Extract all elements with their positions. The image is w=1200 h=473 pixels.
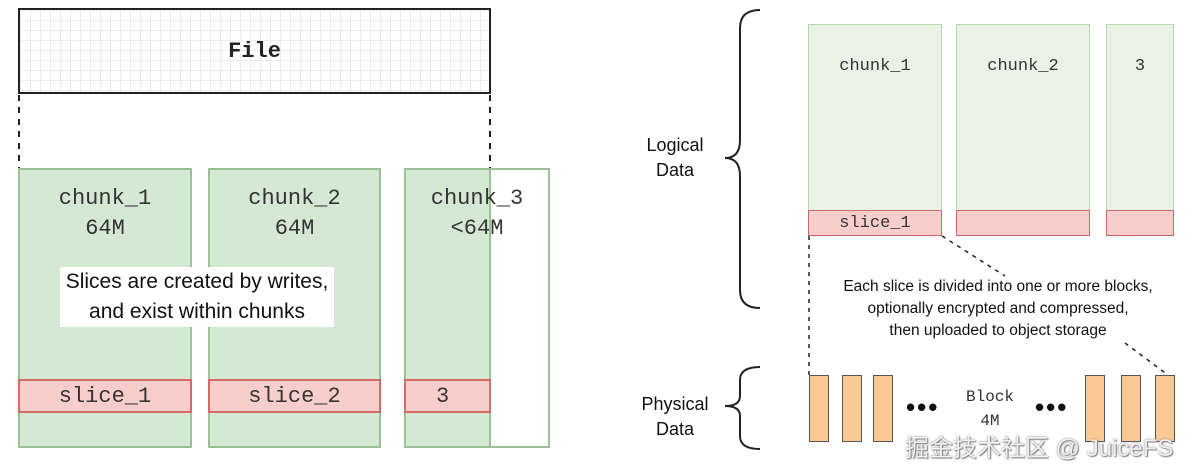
- slice-2: slice_2: [208, 379, 381, 413]
- logical-chunk-2: chunk_2: [956, 24, 1090, 212]
- slice-right-connector-upper: [941, 235, 1006, 277]
- block: [1121, 375, 1141, 442]
- logical-data-brace: [724, 9, 761, 309]
- slices-note-line2: and exist within chunks: [89, 300, 305, 323]
- chunk-1-name: chunk_1: [58, 186, 152, 211]
- block: [1155, 375, 1175, 442]
- logical-slice-2: [956, 210, 1090, 236]
- chunk-3-size: <64M: [450, 216, 504, 241]
- slices-note: Slices are created by writes, and exist …: [60, 267, 334, 327]
- physical-label-line2: Data: [655, 419, 695, 439]
- block: [842, 375, 862, 442]
- file-label: File: [228, 38, 281, 64]
- ellipsis-left: •••: [906, 392, 940, 422]
- logical-chunk-2-name: chunk_2: [987, 57, 1059, 76]
- block: [1085, 375, 1105, 442]
- ellipsis-right: •••: [1035, 392, 1069, 422]
- chunk-2-size: 64M: [274, 216, 315, 241]
- logical-chunk-3: 3: [1106, 24, 1174, 212]
- logical-slice-1: slice_1: [808, 210, 942, 236]
- physical-label-line1: Physical: [641, 394, 709, 414]
- chunk-1-size: 64M: [85, 216, 125, 241]
- chunk-3-labels: chunk_3 <64M: [404, 184, 550, 244]
- block-label: Block 4M: [950, 385, 1030, 433]
- logical-data-label: Logical Data: [620, 133, 730, 183]
- logical-chunk-1: chunk_1: [808, 24, 942, 212]
- chunk-2-name: chunk_2: [248, 186, 341, 211]
- slice-1: slice_1: [18, 379, 192, 413]
- watermark: 掘金技术社区 @ JuiceFS: [905, 435, 1174, 462]
- logical-label-line1: Logical: [646, 135, 704, 155]
- block-label-line1: Block: [965, 388, 1014, 406]
- file-box: File: [18, 8, 491, 94]
- logical-label-line2: Data: [655, 160, 695, 180]
- caption-line2: optionally encrypted and compressed,: [867, 300, 1129, 317]
- blocks-caption: Each slice is divided into one or more b…: [808, 276, 1188, 342]
- block-label-line2: 4M: [980, 412, 1000, 430]
- slices-note-line1: Slices are created by writes,: [65, 270, 329, 293]
- physical-data-label: Physical Data: [620, 392, 730, 442]
- logical-slice-3: [1106, 210, 1174, 236]
- logical-chunk-3-name: 3: [1134, 57, 1146, 76]
- logical-chunk-1-name: chunk_1: [839, 57, 911, 76]
- block: [873, 375, 893, 442]
- slice-3: 3: [404, 379, 491, 413]
- chunk-3-name: chunk_3: [430, 186, 524, 211]
- physical-data-brace: [724, 366, 761, 450]
- block: [809, 375, 829, 442]
- slice-right-connector-lower: [1124, 342, 1169, 376]
- caption-line3: then uploaded to object storage: [889, 322, 1107, 339]
- caption-line1: Each slice is divided into one or more b…: [843, 278, 1153, 295]
